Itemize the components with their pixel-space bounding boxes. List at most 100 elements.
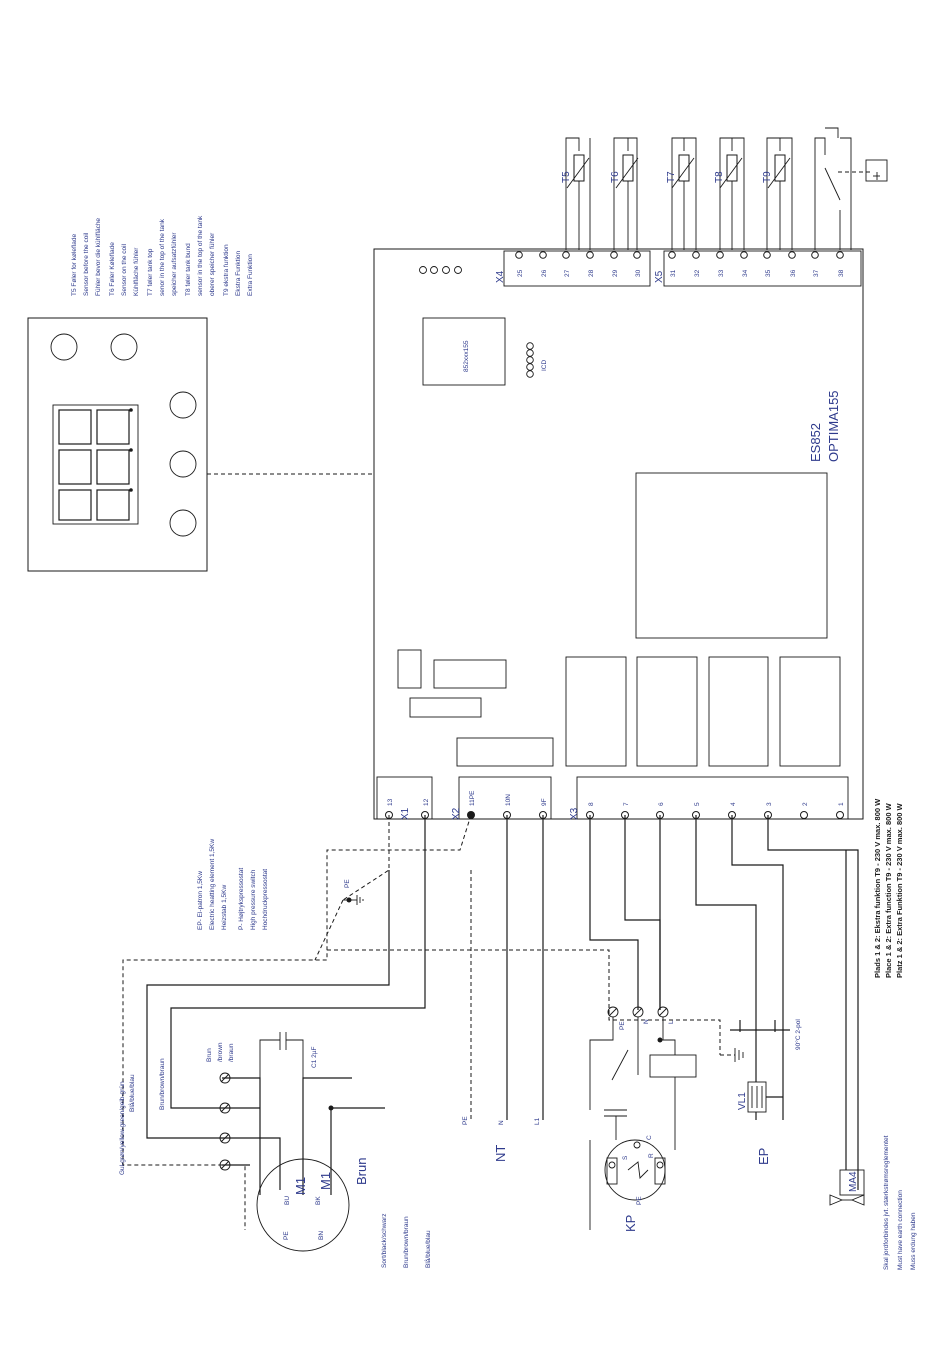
terminal-x5-1: 32 (694, 269, 701, 277)
sensor-legend-line-6: T7 føler tank top (147, 248, 154, 296)
sensor-3-label: T8 (714, 171, 725, 183)
wire-brown-short: Brun (354, 1158, 369, 1185)
extra-note-1: Place 1 & 2: Extra function T9 - 230 V m… (884, 802, 893, 978)
sensor-legend-line-12: T9 ekstra funktion (223, 244, 230, 296)
terminal-x4-pin-4 (610, 251, 618, 259)
terminal-x5-pin-7 (836, 251, 844, 259)
terminal-x5-pin-1 (692, 251, 700, 259)
terminal-x4-5: 30 (635, 269, 642, 277)
terminal-x3-5: 3 (766, 802, 773, 806)
sensor-legend-line-11: oberer speicher fühler (209, 232, 216, 296)
kp-pe2: PE (636, 1196, 643, 1205)
sensor-4-label: T9 (762, 171, 773, 183)
terminal-x5-pin-6 (811, 251, 819, 259)
ep-legend-line-1: Electric heatting element 1,5Kw (209, 839, 216, 930)
terminal-x3-0: 8 (588, 802, 595, 806)
extra-note-0: Plads 1 & 2: Ekstra funktion T9 - 230 V … (873, 798, 882, 978)
x1-label: X1 (400, 807, 411, 820)
kp-n: N (643, 1019, 650, 1024)
motor-pin-bn: BN (318, 1231, 325, 1240)
ep-legend-line-5: Hochdruckpressostat (262, 869, 269, 930)
motor-pin-bk: BK (315, 1196, 322, 1205)
terminal-x3-1: 7 (623, 802, 630, 806)
terminal-x5-4: 35 (765, 269, 772, 277)
sensor-legend-line-8: speicher aufsatzfühler (171, 232, 178, 296)
sensor-legend-line-0: T5 Føler for køleflade (71, 233, 78, 296)
ep-legend: EP- El-patron 1,5Kw Electric heatting ele… (197, 839, 269, 930)
terminal-x3-4: 4 (730, 802, 737, 806)
sensor-legend: T5 Føler for køleflade Sensor before the … (71, 215, 254, 296)
terminal-x4-2: 27 (564, 269, 571, 277)
kp-l: L (668, 1020, 675, 1024)
terminal-x4-pin-3 (586, 251, 594, 259)
terminal-x2-1: 10N (505, 794, 512, 806)
wire-brown-stack-0: Brun (206, 1048, 213, 1062)
supply-nt: NT (493, 1145, 508, 1162)
terminal-x2-0: 11PE (469, 790, 476, 806)
terminal-x5-pin-5 (788, 251, 796, 259)
wire-brown-2: Brun/brown/braun (403, 1216, 410, 1268)
sensor-legend-line-5: Kühlfläche fühler (133, 247, 140, 296)
terminal-x5-6: 37 (813, 269, 820, 277)
ep-legend-line-0: EP- El-patron 1,5Kw (197, 871, 204, 930)
wire-blue-2: Blå/blue/blau (424, 1230, 432, 1268)
terminal-x5-pin-4 (763, 251, 771, 259)
supply-pe: PE (462, 1116, 469, 1125)
motor-pin-bu: BU (284, 1196, 291, 1205)
terminal-x1-1: 12 (423, 798, 430, 806)
supply-l1: L1 (534, 1117, 541, 1125)
ep-legend-line-4: High pressure switch (250, 869, 257, 930)
x2-label: X2 (451, 807, 462, 820)
kp-s: S (622, 1155, 629, 1160)
terminal-x5-pin-2 (716, 251, 724, 259)
sensor-legend-line-13: Ekstra Funktion (235, 250, 242, 296)
thermostat-label: 90°C 2-pol (794, 1019, 802, 1050)
wire-color-legend-bottom: Sort/black/schwarz Brun/brown/braun Blå/… (381, 1213, 432, 1268)
terminal-x1-0: 13 (387, 798, 394, 806)
terminal-x5-pin-0 (668, 251, 676, 259)
terminal-x4-4: 29 (612, 269, 619, 277)
sensor-legend-line-10: sensor in the top of the tank (197, 215, 204, 296)
lower-wiring: PE C1 2µF M1 BU BK PE BN (122, 814, 865, 1252)
x3-label: X3 (569, 807, 580, 820)
wire-brown-stack-2: /braun (228, 1043, 235, 1062)
terminal-x5-3: 34 (742, 269, 749, 277)
sensor-legend-line-7: senor in the top of the tank (159, 218, 166, 296)
terminal-x4-1: 26 (541, 269, 548, 277)
wire-blue: Blå/blue/blau (128, 1074, 136, 1112)
ep-legend-line-2: Heizstab 1,5Kw (221, 885, 228, 930)
earth-note: Skal jordforbindes jvt. stærkstrømsregle… (883, 1135, 917, 1270)
terminal-x4-0: 25 (517, 269, 524, 277)
capacitor-label: C1 2µF (311, 1047, 318, 1068)
display-panel (27, 317, 208, 572)
model-label: ES852 (808, 423, 823, 462)
sensor-legend-line-4: Sensor on the coil (121, 243, 128, 296)
earth-note-1: Must have earth connection (897, 1190, 904, 1270)
kp-label: KP (623, 1215, 638, 1232)
terminal-x3-6: 2 (802, 802, 809, 806)
wire-brown-stack-1: /brown (217, 1042, 224, 1062)
sensor-legend-line-2: Fühler bevor die kühlfläche (95, 218, 102, 296)
motor-label-2: M1 (318, 1172, 333, 1190)
kp-pe: PE (619, 1021, 626, 1030)
terminal-x3-pin-6 (800, 811, 808, 819)
terminal-x4-pin-1 (539, 251, 547, 259)
vl1-label: VL1 (737, 1092, 748, 1110)
terminal-x4-pin-2 (562, 251, 570, 259)
sensor-1-label: T6 (610, 171, 621, 183)
sensor-legend-line-1: Sensor before the coil (83, 232, 90, 296)
sensor-legend-line-14: Extra Funktion (247, 254, 254, 296)
controller-board: 852xxx155 ICD ES852 OPTIMA155 (373, 248, 864, 820)
ma4-label: MA4 (848, 1171, 859, 1192)
icd-label: ICD (541, 360, 548, 372)
motor-label: M1 (293, 1177, 308, 1195)
wire-yellow-green: Gul-grøn/yellow-green/gelb-grün (119, 1081, 126, 1175)
wire-brown: Brun/brown/braun (159, 1058, 166, 1110)
chip-label: 852xxx155 (463, 340, 470, 372)
ep-label: EP (756, 1148, 771, 1165)
motor-pin-pe: PE (283, 1231, 290, 1240)
